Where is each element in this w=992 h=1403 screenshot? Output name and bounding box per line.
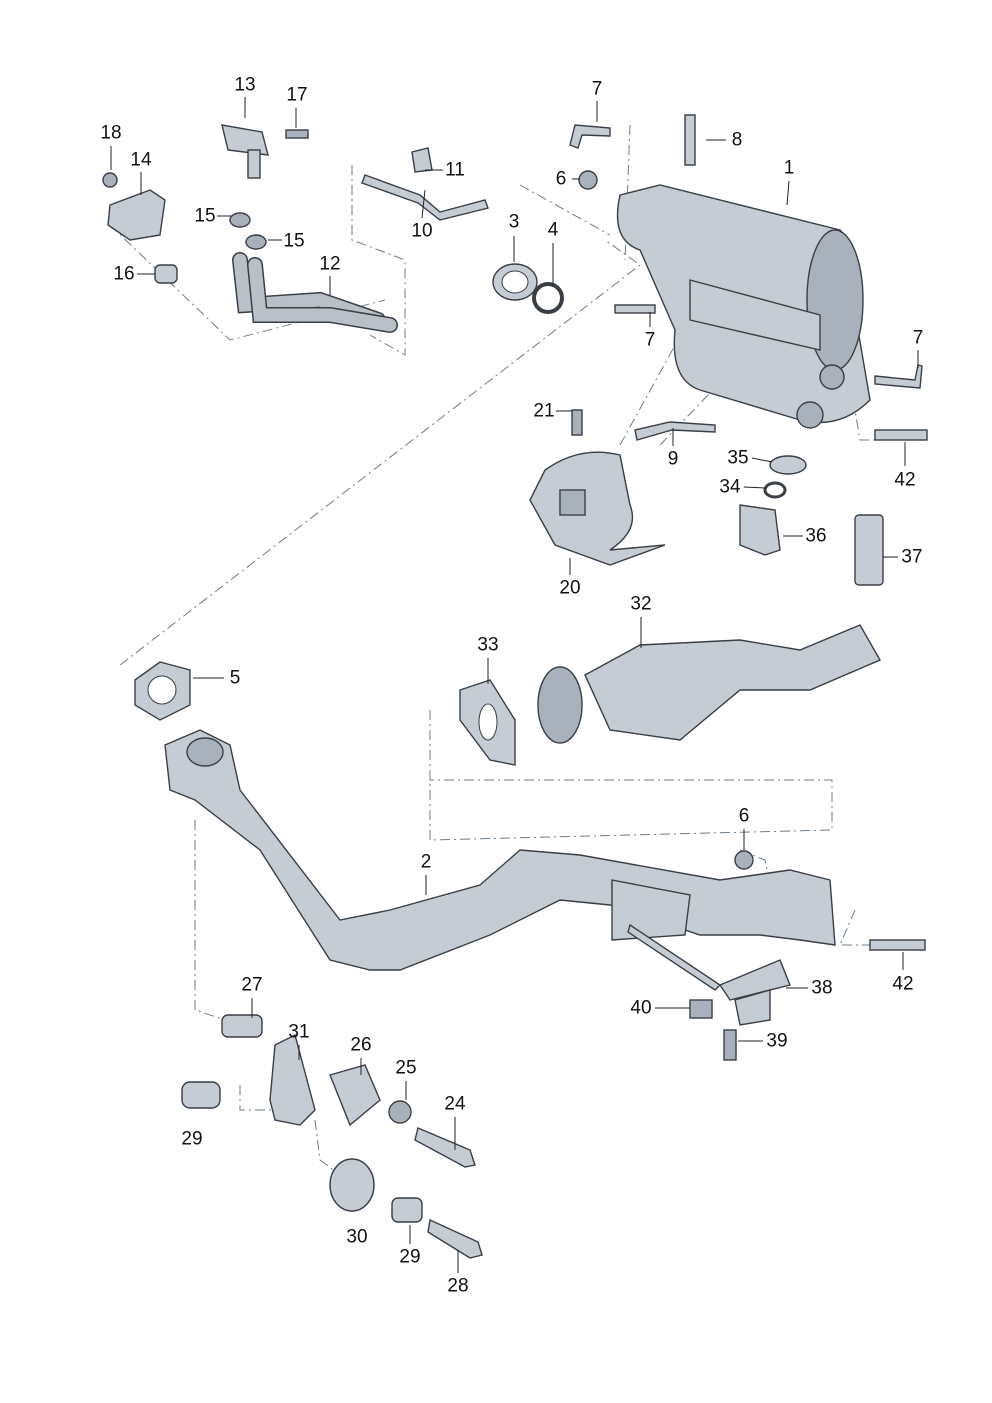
mount-bracket-group xyxy=(181,1014,483,1259)
callout-34: 34 xyxy=(719,476,741,498)
part-32-catalytic-converter xyxy=(459,624,881,766)
callout-31: 31 xyxy=(288,1021,310,1043)
callout-7: 7 xyxy=(644,329,656,351)
clamps xyxy=(492,263,884,586)
callout-6: 6 xyxy=(555,168,567,190)
pressure-sensor-group xyxy=(102,124,489,333)
callout-10: 10 xyxy=(411,220,433,242)
callout-3: 3 xyxy=(508,211,520,233)
callout-15: 15 xyxy=(194,205,216,227)
callout-24: 24 xyxy=(444,1093,466,1115)
callout-26: 26 xyxy=(350,1034,372,1056)
callout-17: 17 xyxy=(286,84,308,106)
callout-1: 1 xyxy=(783,157,795,179)
callout-35: 35 xyxy=(727,447,749,469)
part-20-heat-shield xyxy=(529,409,666,566)
leader-lines xyxy=(110,97,919,1273)
callout-2: 2 xyxy=(420,851,432,873)
callout-28: 28 xyxy=(447,1275,469,1297)
callout-6: 6 xyxy=(738,805,750,827)
callout-25: 25 xyxy=(395,1057,417,1079)
callout-21: 21 xyxy=(533,400,555,422)
callout-29: 29 xyxy=(181,1128,203,1150)
sensors xyxy=(569,114,928,951)
callout-39: 39 xyxy=(766,1030,788,1052)
callout-36: 36 xyxy=(805,525,827,547)
callout-16: 16 xyxy=(113,263,135,285)
callout-33: 33 xyxy=(477,634,499,656)
callout-29: 29 xyxy=(399,1246,421,1268)
callout-9: 9 xyxy=(667,448,679,470)
callout-4: 4 xyxy=(547,219,559,241)
callout-42: 42 xyxy=(892,973,914,995)
callout-40: 40 xyxy=(630,997,652,1019)
callout-8: 8 xyxy=(731,129,743,151)
callout-7: 7 xyxy=(912,327,924,349)
callout-30: 30 xyxy=(346,1226,368,1248)
callout-42: 42 xyxy=(894,469,916,491)
part-1-particulate-filter xyxy=(616,184,871,429)
callout-18: 18 xyxy=(100,122,122,144)
callout-7: 7 xyxy=(591,78,603,100)
callout-13: 13 xyxy=(234,74,256,96)
part-2-front-pipe xyxy=(134,661,836,971)
hanger-parts xyxy=(627,923,791,1061)
callout-5: 5 xyxy=(229,667,241,689)
callout-11: 11 xyxy=(445,159,465,181)
callout-37: 37 xyxy=(901,546,923,568)
callout-15: 15 xyxy=(283,230,305,252)
callout-12: 12 xyxy=(319,253,341,275)
callout-20: 20 xyxy=(559,577,581,599)
callout-27: 27 xyxy=(241,974,263,996)
callout-14: 14 xyxy=(130,149,152,171)
callout-38: 38 xyxy=(811,977,833,999)
callout-32: 32 xyxy=(630,593,652,615)
